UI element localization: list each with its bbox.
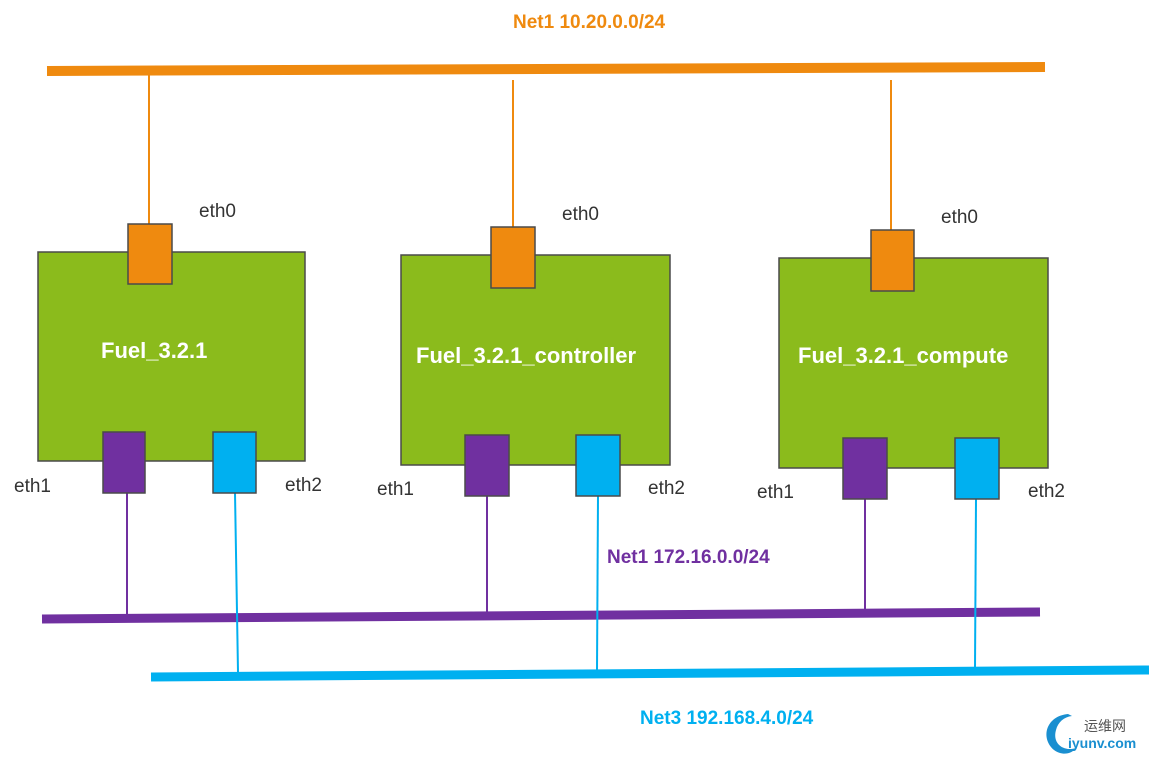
- node-fuel-controller-eth1-port: [464, 434, 510, 497]
- net1-top-label: Net1 10.20.0.0/24: [513, 12, 666, 33]
- node-fuel: Fuel_3.2.1 eth0 eth1 eth2: [14, 201, 322, 497]
- node-fuel-controller-name: Fuel_3.2.1_controller: [416, 343, 637, 368]
- node-fuel-controller-eth2-label: eth2: [648, 478, 685, 499]
- node-fuel-compute: Fuel_3.2.1_compute eth0 eth1 eth2: [757, 207, 1065, 503]
- node-fuel-eth2-label: eth2: [285, 475, 322, 496]
- node-fuel-controller-eth1-label: eth1: [377, 479, 414, 500]
- node-fuel-compute-eth0-label: eth0: [941, 207, 978, 228]
- watermark-swirl-icon: [1046, 714, 1076, 754]
- node-fuel-eth2-port: [212, 431, 257, 494]
- net2-mid-label: Net1 172.16.0.0/24: [607, 547, 770, 568]
- net1-top-bus: [46, 62, 1046, 76]
- watermark-logo: 运维网 iyunv.com: [1046, 714, 1136, 754]
- watermark-en-text: iyunv.com: [1068, 735, 1136, 751]
- node-fuel-compute-eth1-port: [842, 437, 888, 500]
- node-fuel-name: Fuel_3.2.1: [101, 338, 207, 363]
- node-fuel-compute-eth1-label: eth1: [757, 482, 794, 503]
- node-fuel-controller-box: [400, 254, 671, 466]
- node-fuel-compute-name: Fuel_3.2.1_compute: [798, 343, 1008, 368]
- node2-eth2-link: [596, 495, 599, 671]
- node-fuel-controller: Fuel_3.2.1_controller eth0 eth1 eth2: [377, 204, 685, 500]
- node-fuel-controller-eth0-port: [490, 226, 536, 289]
- node-fuel-compute-box: [778, 257, 1049, 469]
- net2-mid-bus: [41, 607, 1041, 624]
- node-fuel-eth1-port: [102, 431, 146, 494]
- node-fuel-eth0-port: [127, 223, 173, 285]
- node-fuel-eth0-label: eth0: [199, 201, 236, 222]
- watermark-cn-text: 运维网: [1084, 719, 1126, 735]
- node-fuel-controller-eth0-label: eth0: [562, 204, 599, 225]
- node-fuel-box: [37, 251, 306, 462]
- node-fuel-compute-eth2-port: [954, 437, 1000, 500]
- net3-bottom-bus: [150, 665, 1149, 682]
- net3-bottom-label: Net3 192.168.4.0/24: [640, 708, 814, 729]
- node-fuel-compute-eth2-label: eth2: [1028, 481, 1065, 502]
- node-fuel-controller-eth2-port: [575, 434, 621, 497]
- node-fuel-eth1-label: eth1: [14, 476, 51, 497]
- node1-eth2-link: [234, 492, 239, 673]
- node3-eth2-link: [974, 498, 977, 669]
- node-fuel-compute-eth0-port: [870, 229, 915, 292]
